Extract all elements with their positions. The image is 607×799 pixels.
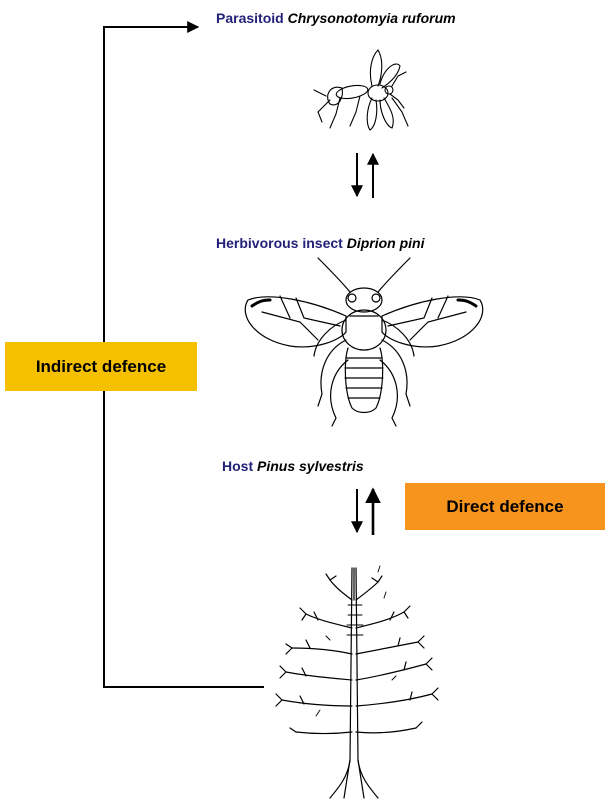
parasitoid-illustration [314,50,408,130]
host-common-name: Host [222,458,253,474]
herbivore-common-name: Herbivorous insect [216,235,343,251]
host-latin-name: Pinus sylvestris [257,458,364,474]
host-label: Host Pinus sylvestris [222,458,364,474]
herbivore-host-arrows [357,489,373,535]
parasitoid-label: Parasitoid Chrysonotomyia ruforum [216,10,456,26]
herbivore-label: Herbivorous insect Diprion pini [216,235,424,251]
parasitoid-herbivore-arrows [357,153,373,198]
herbivore-latin-name: Diprion pini [347,235,425,251]
parasitoid-latin-name: Chrysonotomyia ruforum [288,10,456,26]
indirect-defence-box: Indirect defence [5,342,197,391]
host-tree-illustration [276,566,438,798]
parasitoid-common-name: Parasitoid [216,10,284,26]
herbivore-illustration [245,258,483,426]
indirect-defence-label: Indirect defence [36,357,166,377]
direct-defence-label: Direct defence [446,497,563,517]
direct-defence-box: Direct defence [405,483,605,530]
